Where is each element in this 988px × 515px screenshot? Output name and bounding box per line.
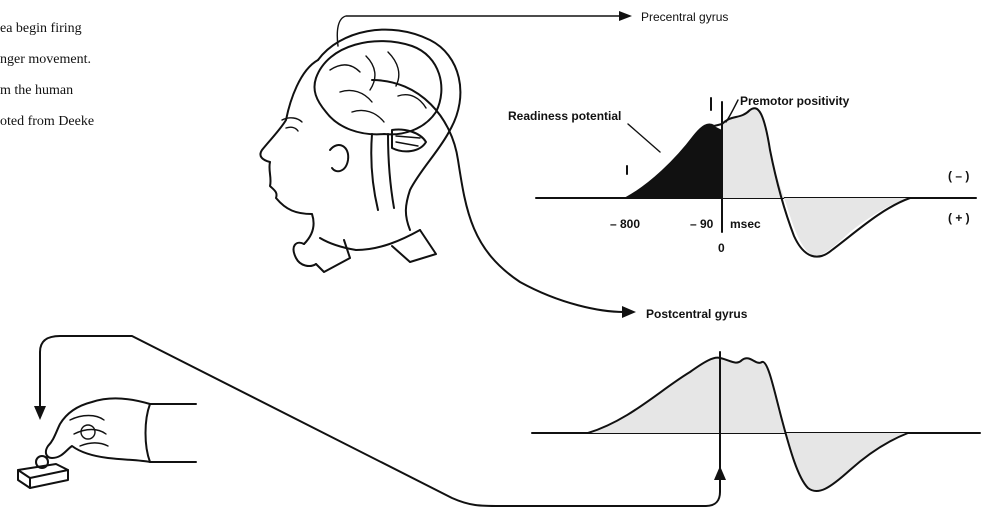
after-swing-area — [784, 198, 908, 256]
readiness-potential-area — [626, 124, 722, 198]
caption-line-3: m the human — [0, 83, 73, 98]
positive-polarity-label: ( + ) — [948, 211, 970, 225]
postcentral-waveform — [531, 351, 981, 493]
precentral-connector — [336, 15, 621, 47]
postcentral-connector — [371, 79, 625, 313]
readiness-pointer — [627, 123, 661, 153]
negative-polarity-label: ( – ) — [948, 169, 969, 183]
human-head-brain-icon — [259, 28, 462, 273]
hand-connector-arrowhead-down — [34, 406, 46, 420]
caption-line-4: oted from Deeke — [0, 114, 94, 129]
precentral-waveform-line — [625, 107, 911, 258]
hand-connector-arrowhead-up — [714, 466, 726, 480]
unit-label: msec — [730, 217, 761, 231]
precentral-label: Precentral gyrus — [641, 10, 728, 24]
hand-connector — [39, 335, 721, 507]
premotor-positivity-area — [722, 108, 784, 198]
postcentral-positive-area — [588, 357, 786, 433]
premotor-label: Premotor positivity — [740, 94, 850, 108]
tick-0: 0 — [718, 241, 725, 255]
postcentral-label: Postcentral gyrus — [646, 307, 748, 321]
caption-line-1: ea begin firing — [0, 21, 82, 36]
precentral-waveform: Readiness potential Premotor positivity … — [508, 94, 977, 258]
postcentral-waveform-line — [587, 356, 909, 493]
precentral-arrowhead — [619, 11, 632, 21]
readiness-label: Readiness potential — [508, 109, 621, 123]
premotor-pointer — [725, 99, 739, 123]
caption: ea begin firing nger movement. m the hum… — [0, 21, 94, 129]
postcentral-negative-area — [786, 433, 908, 492]
hand-pressing-button-icon — [17, 397, 197, 489]
tick-90: – 90 — [690, 217, 714, 231]
postcentral-arrowhead — [622, 306, 636, 318]
caption-line-2: nger movement. — [0, 52, 91, 67]
tick-800: – 800 — [610, 217, 640, 231]
